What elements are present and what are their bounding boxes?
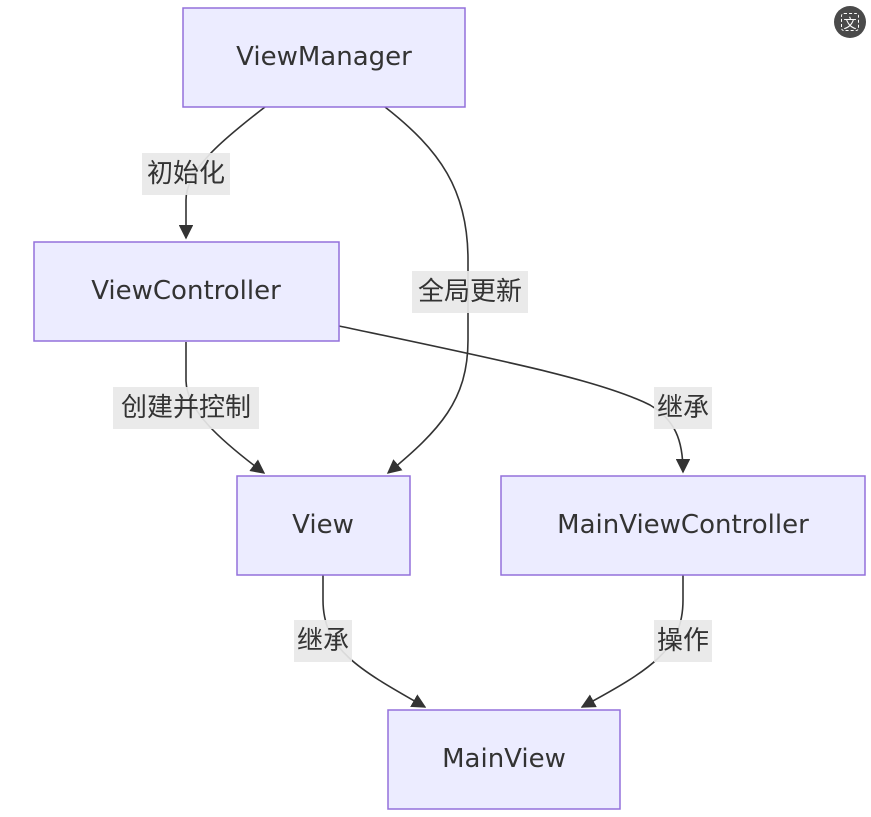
svg-text:全局更新: 全局更新 <box>418 277 522 307</box>
svg-text:View: View <box>292 510 354 540</box>
translate-button[interactable]: 文 <box>834 6 866 38</box>
svg-text:操作: 操作 <box>657 626 709 656</box>
svg-text:MainView: MainView <box>442 744 566 774</box>
svg-text:继承: 继承 <box>657 393 709 423</box>
node-main-view-controller: MainViewController <box>500 475 866 576</box>
translate-glyph: 文 <box>843 16 857 32</box>
translate-icon <box>841 13 859 31</box>
svg-text:初始化: 初始化 <box>147 159 225 189</box>
node-view: View <box>236 475 411 576</box>
svg-text:ViewController: ViewController <box>91 276 281 306</box>
edge-label-create-and-control: 创建并控制 <box>113 387 259 429</box>
edge-label-inherit-view: 继承 <box>294 620 352 662</box>
node-view-controller: ViewController <box>33 241 340 342</box>
node-main-view: MainView <box>387 709 621 810</box>
edge-inherit-controller <box>338 325 691 474</box>
edge-label-operate: 操作 <box>654 620 712 662</box>
edge-global-update <box>384 106 469 474</box>
svg-text:创建并控制: 创建并控制 <box>121 393 251 423</box>
edge-label-global-update: 全局更新 <box>412 271 528 313</box>
edge-label-inherit-controller: 继承 <box>654 387 712 429</box>
node-view-manager: ViewManager <box>182 7 466 108</box>
svg-text:继承: 继承 <box>297 626 349 656</box>
svg-text:ViewManager: ViewManager <box>236 42 412 72</box>
svg-text:MainViewController: MainViewController <box>557 510 809 540</box>
edge-label-initialize: 初始化 <box>142 153 230 195</box>
